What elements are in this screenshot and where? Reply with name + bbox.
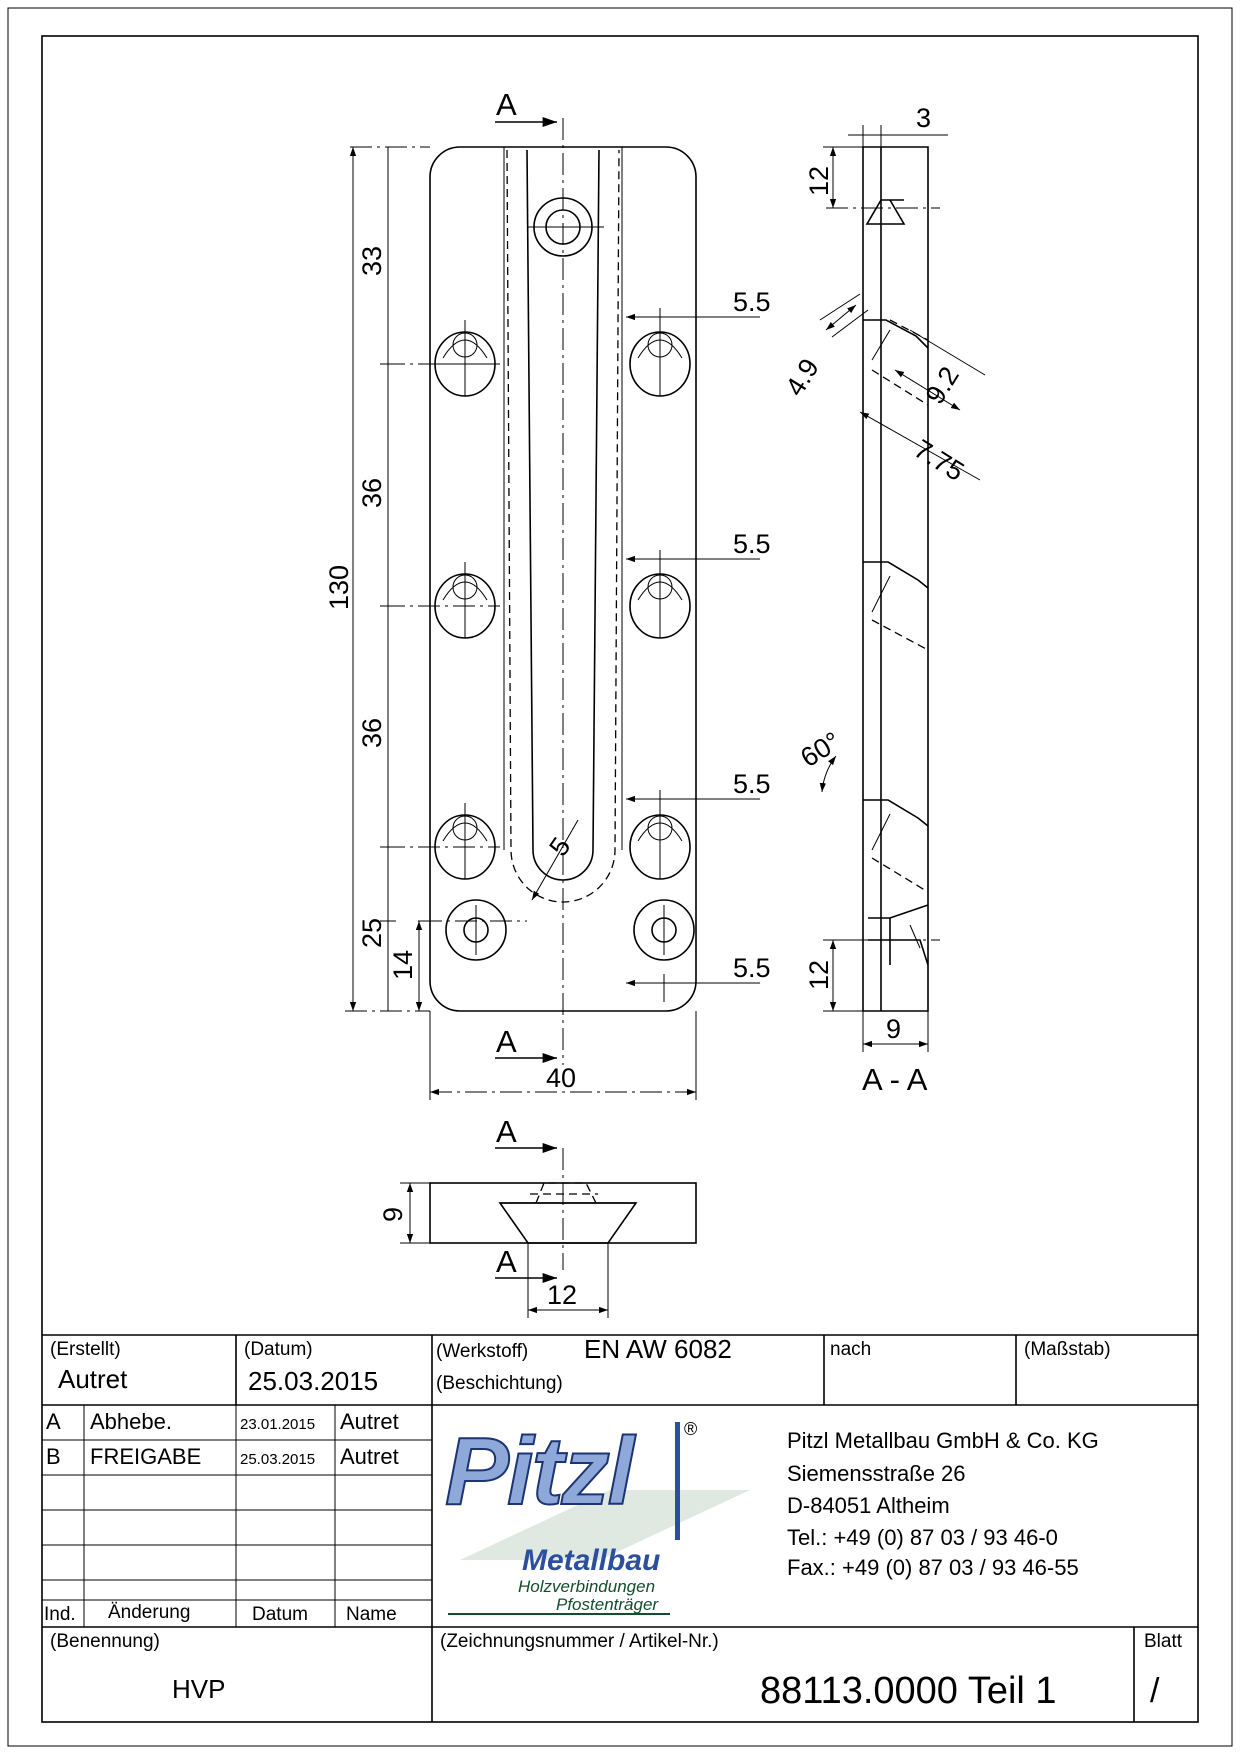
section-marker-bottom: A (496, 1024, 517, 1059)
screw-holes (434, 320, 695, 961)
rev-a-date: 23.01.2015 (240, 1416, 316, 1433)
dim-hole-offset-4: 5.5 (733, 953, 771, 983)
date-caption: (Datum) (244, 1339, 313, 1360)
rev-header-change: Änderung (108, 1602, 191, 1623)
hole-left-3 (434, 803, 496, 880)
title-block-grid (42, 1334, 1198, 1722)
rev-b-change: FREIGABE (90, 1444, 202, 1469)
number-caption: (Zeichnungsnummer / Artikel-Nr.) (440, 1631, 719, 1652)
dim-countersink-width: 12 (547, 1280, 577, 1310)
outer-frame (7, 7, 1233, 1747)
rev-a-change: Abhebe. (90, 1409, 172, 1434)
company-street: Siemensstraße 26 (787, 1461, 966, 1486)
company-logo-graphics (448, 1422, 750, 1615)
section-view-dimension-labels: 3 12 4.9 9.2 7.75 60° 12 9 A - A (780, 103, 970, 1097)
name-caption: (Benennung) (50, 1631, 160, 1652)
drawing-frame (41, 35, 1199, 1723)
coating-caption: (Beschichtung) (436, 1373, 563, 1394)
logo-pfostentraeger: Pfostenträger (556, 1595, 659, 1614)
dim-section-top-offset: 3 (916, 103, 931, 133)
slot-outline (526, 149, 600, 881)
dim-width: 40 (546, 1063, 576, 1093)
registered-mark: ® (684, 1419, 698, 1439)
company-name: Pitzl Metallbau GmbH & Co. KG (787, 1428, 1099, 1453)
top-view-dimension-labels: A A 9 12 (378, 1114, 577, 1310)
per-caption: nach (830, 1339, 872, 1360)
dim-top-view-thickness: 9 (378, 1207, 408, 1222)
hole-left-1 (434, 320, 498, 397)
section-outline (862, 146, 929, 1012)
dim-hole-offset-3: 5.5 (733, 769, 771, 799)
logo-metallbau: Metallbau (522, 1544, 661, 1577)
rev-b-index: B (46, 1444, 61, 1469)
hole-left-2 (434, 562, 496, 639)
hole-right-4 (633, 899, 695, 961)
rev-b-name: Autret (340, 1444, 399, 1469)
material-value: EN AW 6082 (584, 1334, 732, 1364)
created-by: Autret (58, 1364, 128, 1394)
front-view (383, 118, 697, 1065)
dim-section-dim-b: 9.2 (920, 361, 965, 409)
section-view (819, 146, 940, 1012)
section-view-dimensions (819, 125, 986, 1052)
material-caption: (Werkstoff) (436, 1341, 529, 1362)
dim-section-bottom-counterbore: 12 (804, 960, 834, 990)
dim-pitch-mid-2: 36 (357, 718, 387, 748)
section-marker-top-view-upper: A (496, 1114, 517, 1149)
dim-edge-bottom: 14 (388, 950, 418, 980)
rev-header-index: Ind. (44, 1604, 76, 1625)
angled-hole-1 (863, 319, 929, 406)
sheet-caption: Blatt (1144, 1631, 1183, 1652)
created-date: 25.03.2015 (248, 1366, 379, 1396)
rev-a-name: Autret (340, 1409, 399, 1434)
rev-b-date: 25.03.2015 (240, 1451, 316, 1468)
scale-caption: (Maßstab) (1024, 1339, 1111, 1360)
section-view-label: A - A (862, 1062, 928, 1097)
company-city: D-84051 Altheim (787, 1493, 950, 1518)
section-marker-top-view-lower: A (496, 1244, 517, 1279)
dim-section-thickness: 9 (886, 1014, 901, 1044)
front-view-dimension-labels: A A 130 33 36 36 25 14 5.5 5.5 5.5 5.5 5… (324, 87, 771, 1093)
dim-countersink-angle: 60° (795, 726, 846, 773)
dim-section-top-counterbore: 12 (804, 166, 834, 196)
angled-hole-2 (863, 561, 929, 651)
dim-hole-offset-2: 5.5 (733, 529, 771, 559)
dim-hole-offset-1: 5.5 (733, 287, 771, 317)
part-name: HVP (172, 1674, 226, 1704)
dim-pitch-bottom: 25 (357, 918, 387, 948)
dim-pitch-top: 33 (357, 246, 387, 276)
dim-overall-length: 130 (324, 565, 354, 610)
section-marker-top: A (496, 87, 517, 122)
dim-pitch-mid-1: 36 (357, 478, 387, 508)
company-logo-wordmark: Pitzl (444, 1418, 635, 1525)
rev-a-index: A (46, 1409, 61, 1434)
countersink-profile (498, 1202, 638, 1244)
dim-section-dim-c: 7.75 (909, 434, 969, 487)
angled-hole-3 (863, 799, 929, 893)
dim-slot-radius: 5 (543, 832, 576, 862)
rev-header-date: Datum (252, 1604, 308, 1625)
created-caption: (Erstellt) (50, 1339, 121, 1360)
top-hole (527, 197, 604, 257)
drawing-number: 88113.0000 Teil 1 (760, 1670, 1057, 1712)
sheet-value: / (1150, 1672, 1160, 1710)
company-phone: Tel.: +49 (0) 87 03 / 93 46-0 (787, 1525, 1058, 1550)
hole-left-4 (445, 899, 507, 961)
logo-bar (675, 1422, 680, 1540)
company-fax: Fax.: +49 (0) 87 03 / 93 46-55 (787, 1555, 1079, 1580)
logo-holzverbindungen: Holzverbindungen (518, 1577, 656, 1596)
dim-section-dim-a: 4.9 (780, 353, 825, 401)
front-view-dimensions (345, 116, 760, 1100)
rev-header-name: Name (346, 1604, 397, 1625)
top-view (400, 1142, 697, 1318)
